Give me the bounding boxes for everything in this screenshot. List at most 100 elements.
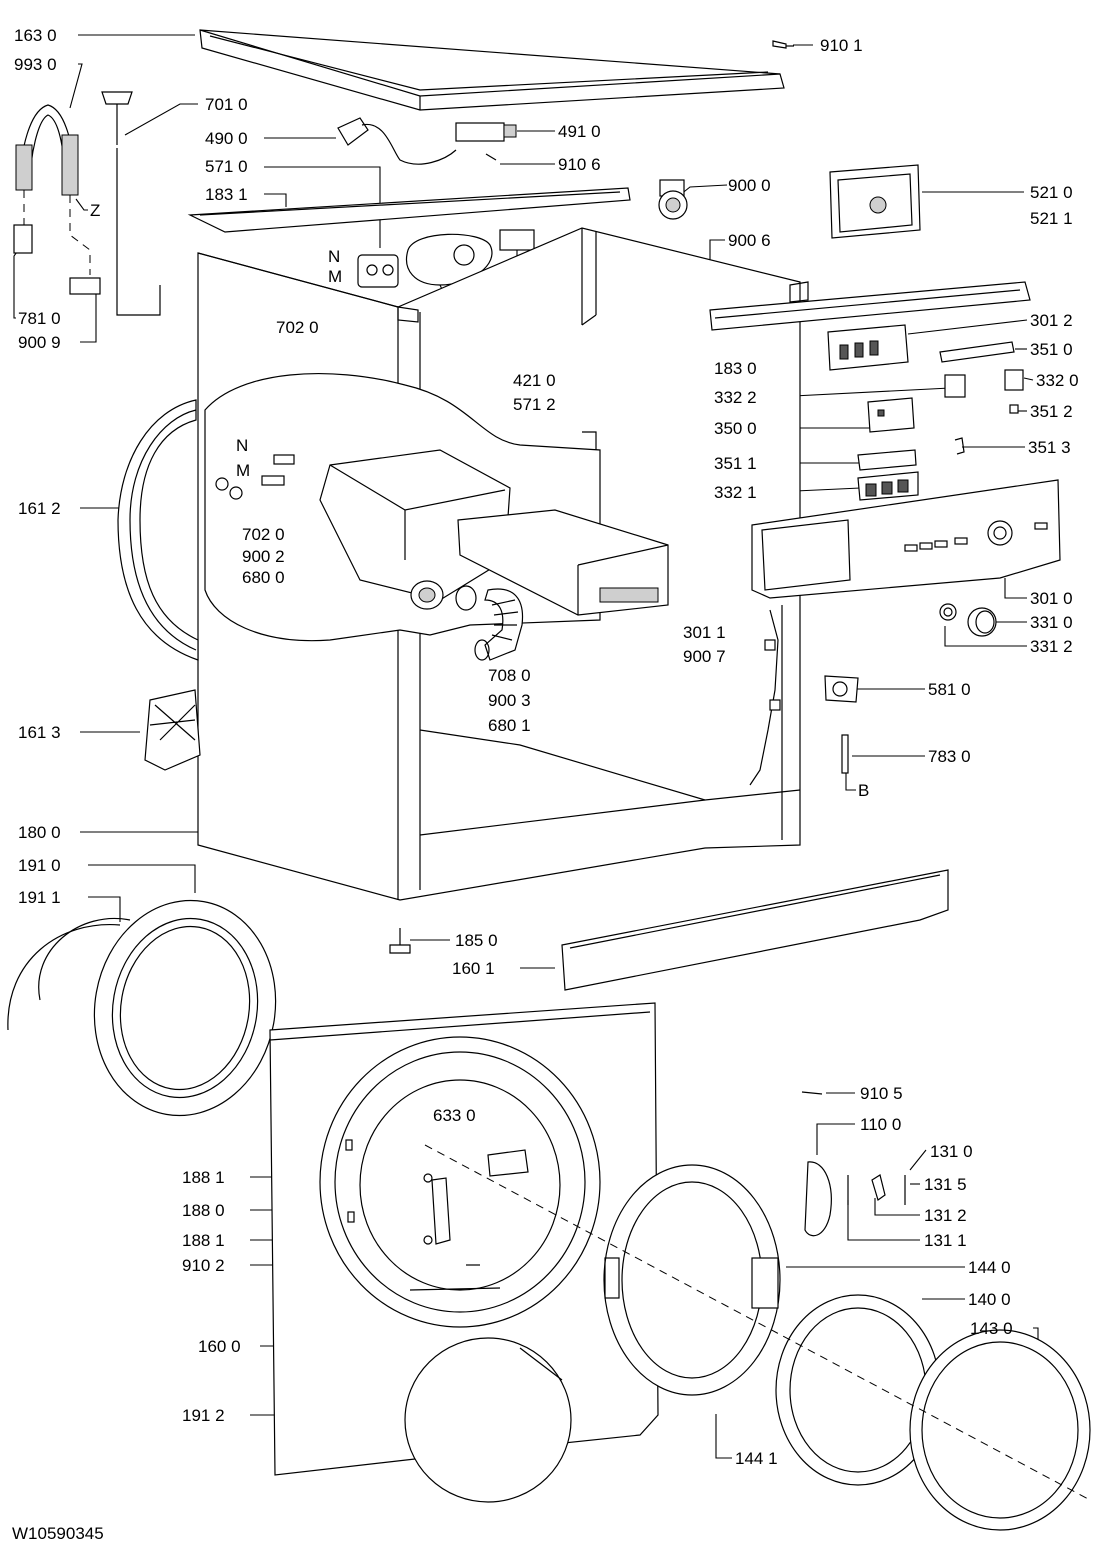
buttons-3321	[857, 471, 919, 501]
callout-1881-bottom: 188 1	[182, 1231, 225, 1250]
control-panel-rail	[709, 281, 1031, 331]
callout-1880: 188 0	[182, 1201, 225, 1220]
callout-1601: 160 1	[452, 959, 495, 978]
plinth-panel	[561, 869, 949, 991]
rod-7830	[841, 734, 849, 774]
callout-1910: 191 0	[18, 856, 61, 875]
callout-5211: 521 1	[1030, 209, 1073, 228]
bellow-hose	[455, 585, 524, 661]
door-handle	[804, 1161, 832, 1237]
callout-9007: 900 7	[683, 647, 726, 666]
clips-7020	[215, 454, 295, 500]
callout-3511: 351 1	[714, 454, 757, 473]
callout-6800: 680 0	[242, 568, 285, 587]
callout-1312: 131 2	[924, 1206, 967, 1225]
control-panel-fascia	[751, 479, 1061, 599]
callout-m-top: M	[328, 267, 342, 286]
front-panel	[269, 1002, 659, 1476]
callout-1800: 180 0	[18, 823, 61, 842]
callout-1440: 144 0	[968, 1258, 1011, 1277]
labels: 163 0 993 0 701 0 490 0 571 0 183 1 910 …	[12, 26, 1079, 1543]
seal-spring	[404, 1337, 572, 1503]
callout-9006: 900 6	[728, 231, 771, 250]
bracket-3511	[857, 449, 917, 471]
callout-1912: 191 2	[182, 1406, 225, 1425]
callout-1613: 161 3	[18, 723, 61, 742]
screw-9106	[485, 153, 497, 161]
led-strip	[939, 341, 1015, 363]
latch-6330	[487, 1149, 529, 1177]
control-board-5210	[829, 164, 921, 239]
callout-5210: 521 0	[1030, 183, 1073, 202]
screw-9101	[772, 40, 794, 49]
top-rail-1831	[187, 187, 631, 233]
wiring-harness	[749, 609, 781, 786]
callout-1830: 183 0	[714, 359, 757, 378]
callout-m-mid: M	[236, 461, 250, 480]
door-lock-5810	[824, 675, 859, 703]
door-seal-1612	[117, 399, 199, 661]
pcb-3500	[867, 397, 915, 433]
hinge	[423, 1173, 451, 1245]
callout-6801: 680 1	[488, 716, 531, 735]
door-outer-ring	[603, 1164, 781, 1396]
callout-n-top: N	[328, 247, 340, 266]
inlet-valve	[357, 254, 399, 288]
callout-1831: 183 1	[205, 185, 248, 204]
filter-cover-1613	[144, 689, 201, 771]
screw-9105	[801, 1091, 823, 1095]
callout-3320: 332 0	[1036, 371, 1079, 390]
knob-insert-3312	[939, 603, 957, 621]
callout-4910: 491 0	[558, 122, 601, 141]
callout-n-mid: N	[236, 436, 248, 455]
callout-7080: 708 0	[488, 666, 531, 685]
screw-7010	[101, 91, 161, 316]
callout-z: Z	[90, 201, 100, 220]
part-4210-b	[499, 229, 535, 251]
callout-3510: 351 0	[1030, 340, 1073, 359]
document-code: W10590345	[12, 1524, 104, 1543]
callout-7830: 783 0	[928, 747, 971, 766]
callout-3512: 351 2	[1030, 402, 1073, 421]
pressure-switch-4210	[406, 233, 493, 286]
callout-9102: 910 2	[182, 1256, 225, 1275]
foot-1850	[389, 928, 411, 954]
dispenser-drawer	[457, 509, 669, 616]
callout-9002: 900 2	[242, 547, 285, 566]
callout-9000: 900 0	[728, 176, 771, 195]
knob-3310	[967, 607, 997, 637]
door-gasket	[7, 899, 277, 1117]
inlet-hose-assembly	[13, 104, 101, 295]
callout-1400: 140 0	[968, 1290, 1011, 1309]
callout-3010: 301 0	[1030, 589, 1073, 608]
callout-9101: 910 1	[820, 36, 863, 55]
callout-1311: 131 1	[924, 1231, 967, 1250]
callout-1881-top: 188 1	[182, 1168, 225, 1187]
callout-9105: 910 5	[860, 1084, 903, 1103]
callout-1100: 110 0	[860, 1115, 901, 1134]
switch-parts	[944, 369, 1024, 455]
electronic-module	[827, 324, 909, 371]
callout-1850: 185 0	[455, 931, 498, 950]
callout-3500: 350 0	[714, 419, 757, 438]
inlet-part-9000	[658, 179, 688, 220]
dispenser-housing	[319, 449, 511, 610]
callout-1600: 160 0	[198, 1337, 241, 1356]
callout-3310: 331 0	[1030, 613, 1073, 632]
callout-3011: 301 1	[683, 623, 726, 642]
power-cable	[337, 117, 457, 165]
callout-3513: 351 3	[1028, 438, 1071, 457]
top-panel	[199, 29, 785, 111]
callout-9003: 900 3	[488, 691, 531, 710]
callout-1315: 131 5	[924, 1175, 967, 1194]
callout-3012: 301 2	[1030, 311, 1073, 330]
callout-1630: 163 0	[14, 26, 57, 45]
callout-3312: 331 2	[1030, 637, 1073, 656]
callout-9106: 910 6	[558, 155, 601, 174]
door-inner-ring	[909, 1329, 1091, 1531]
callout-7020-top: 702 0	[276, 318, 319, 337]
callout-1612: 161 2	[18, 499, 61, 518]
callout-1310: 131 0	[930, 1142, 973, 1161]
callout-1430: 143 0	[970, 1319, 1013, 1338]
